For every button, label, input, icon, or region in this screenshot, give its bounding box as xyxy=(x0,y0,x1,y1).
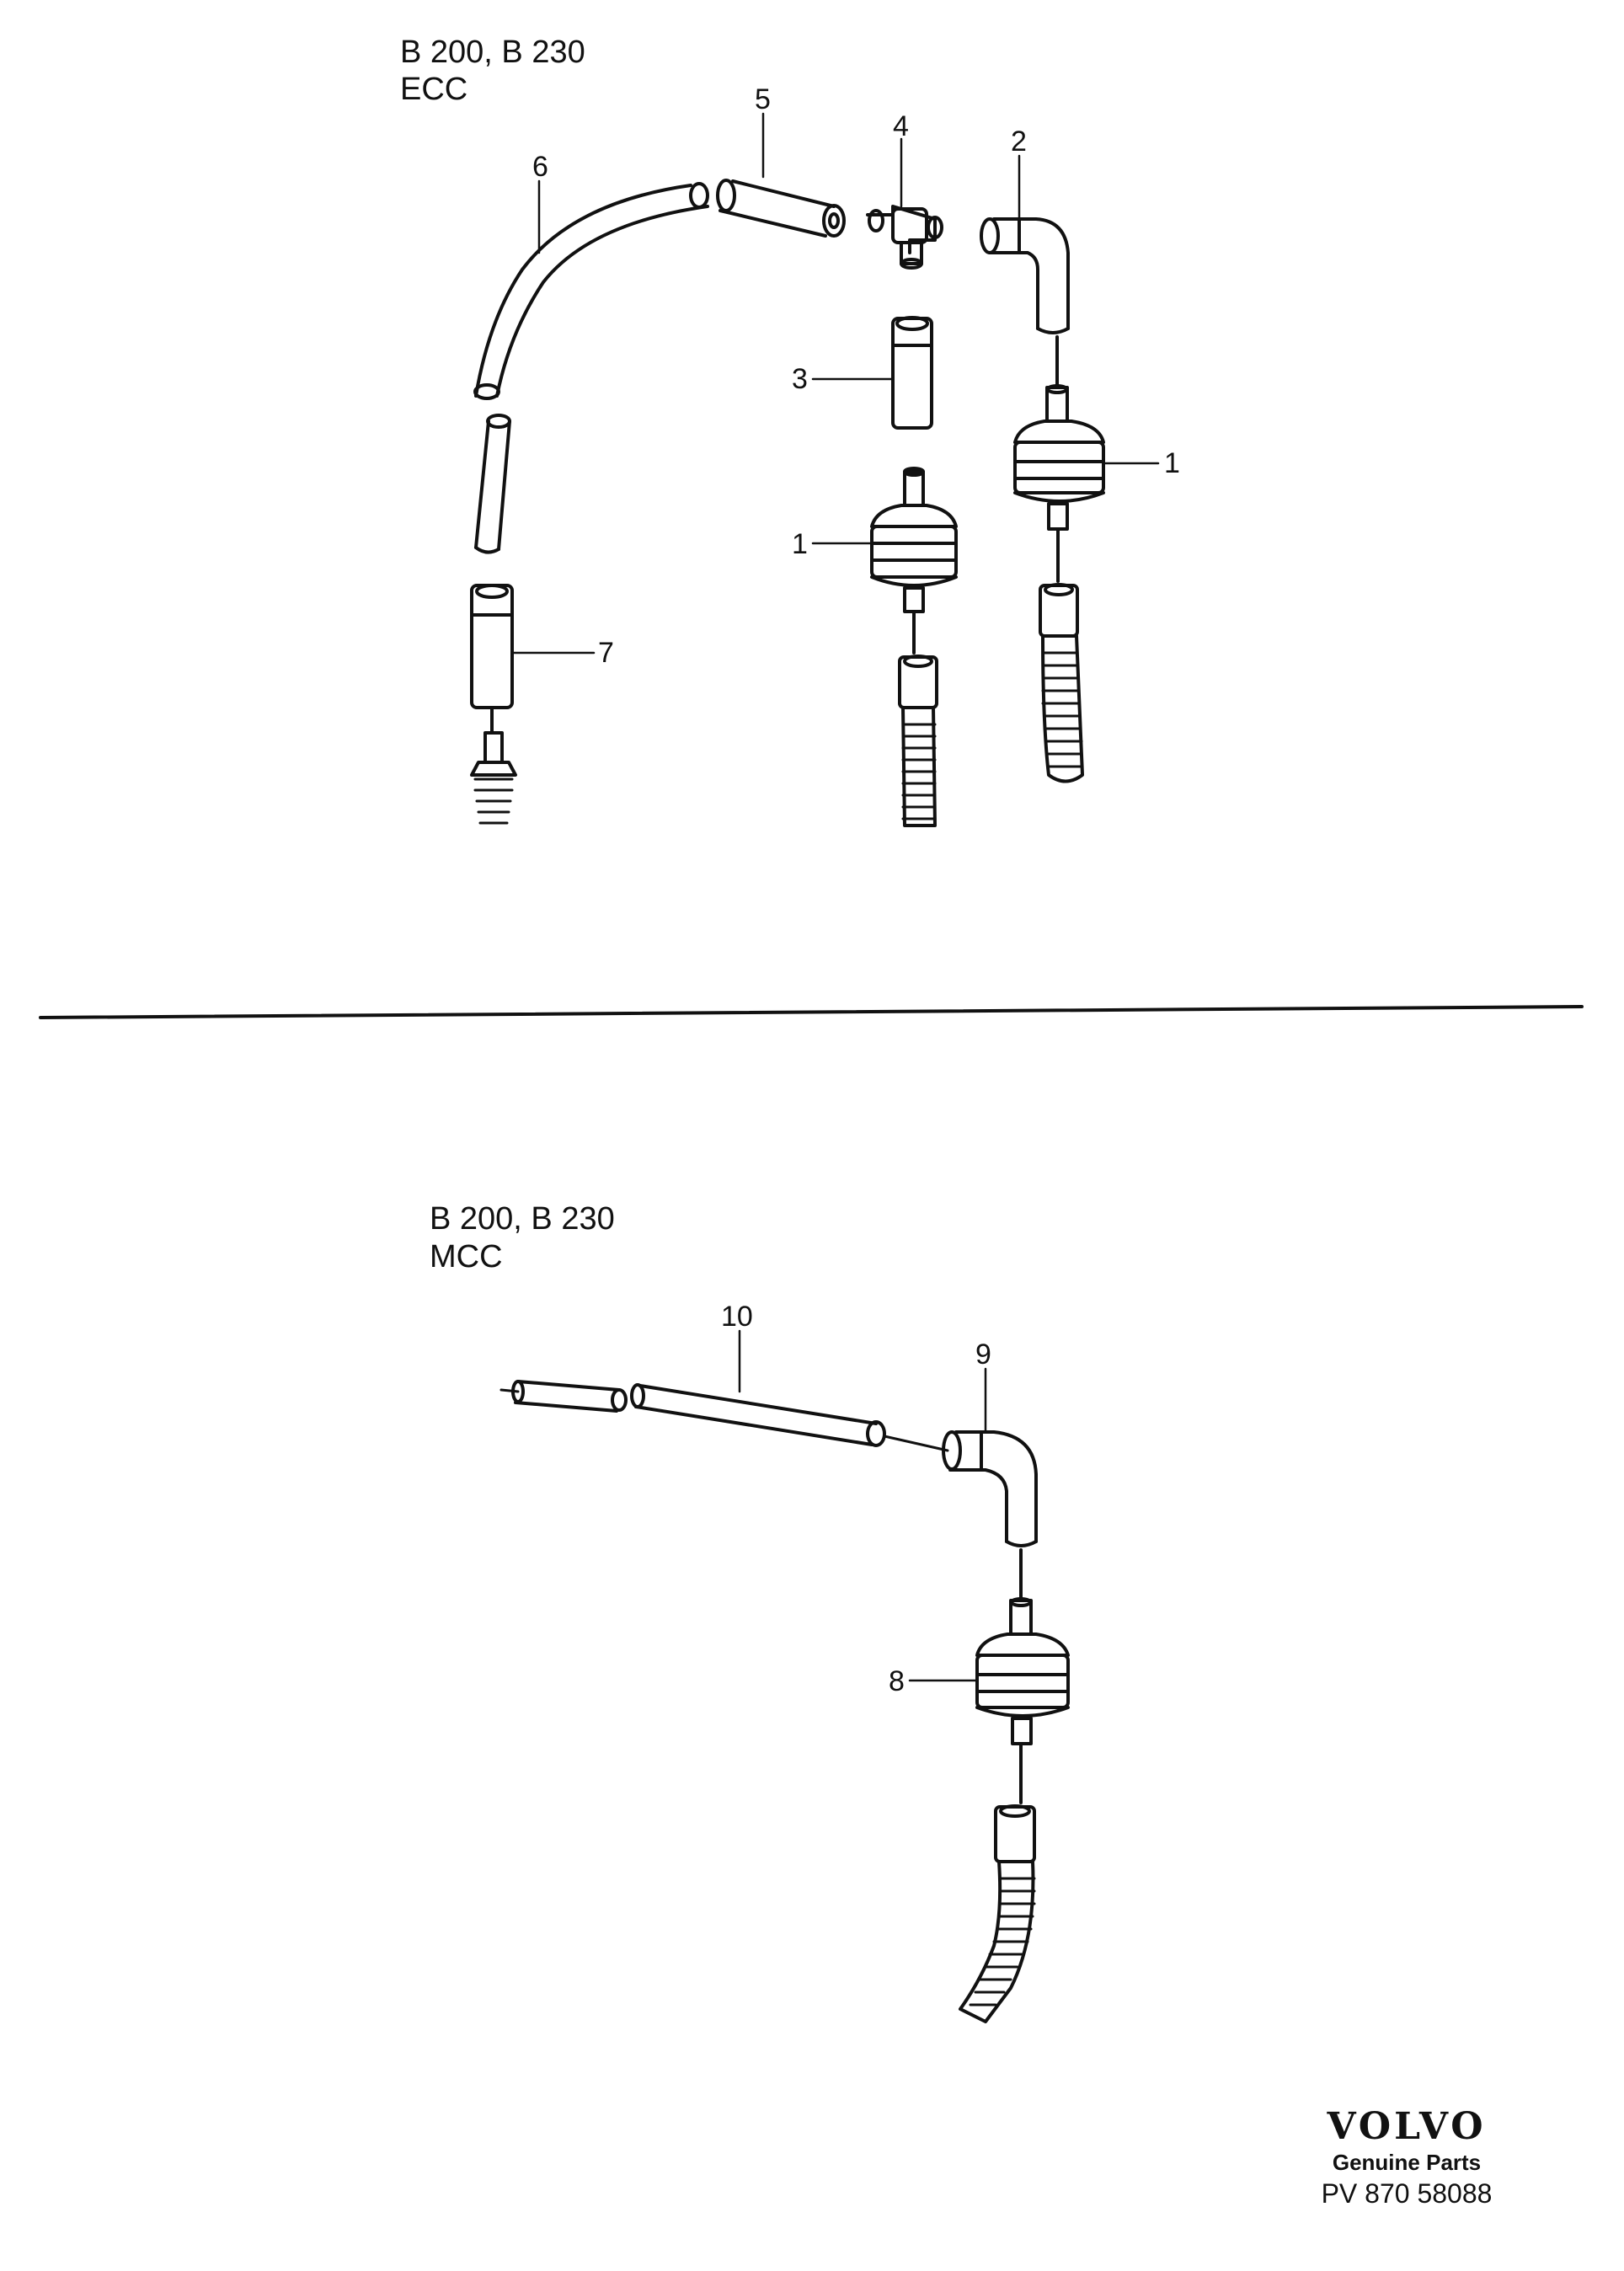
t-connector-part-4 xyxy=(866,205,943,270)
callout-1-center: 1 xyxy=(792,528,808,560)
callout-3: 3 xyxy=(792,363,808,395)
sleeve-part-3 xyxy=(891,316,933,430)
section-mcc-variant: MCC xyxy=(430,1239,503,1274)
hose-part-6 xyxy=(473,182,709,400)
tube-part-5 xyxy=(716,179,846,238)
callout-9: 9 xyxy=(975,1339,991,1371)
brand-block: VOLVO Genuine Parts PV 870 58088 xyxy=(1280,2106,1533,2210)
section-divider xyxy=(39,1005,1584,1019)
hose-part-10 xyxy=(499,1380,949,1452)
section-mcc-engine: B 200, B 230 xyxy=(430,1201,615,1237)
callout-10: 10 xyxy=(721,1301,753,1333)
callout-1-right: 1 xyxy=(1164,447,1180,479)
elbow-part-2 xyxy=(980,217,1070,334)
elbow-part-9 xyxy=(942,1430,1038,1547)
section-ecc-engine: B 200, B 230 xyxy=(400,35,585,70)
volvo-logo: VOLVO xyxy=(1327,2105,1487,2148)
leader-lines-bottom xyxy=(738,1329,987,1682)
valve-part-8 xyxy=(959,1548,1070,2023)
callout-7: 7 xyxy=(598,637,614,669)
valve-part-1-center xyxy=(870,467,958,827)
callout-6: 6 xyxy=(532,151,548,183)
connector-part-7 xyxy=(470,584,517,825)
hose-segment-lower xyxy=(474,414,511,554)
leader-lines-top xyxy=(510,112,1160,655)
callout-4: 4 xyxy=(893,110,909,142)
diagram-code: PV 870 58088 xyxy=(1321,2178,1493,2209)
section-ecc-variant: ECC xyxy=(400,72,468,107)
callout-5: 5 xyxy=(755,83,771,115)
brand-tagline: Genuine Parts xyxy=(1332,2150,1482,2175)
callout-8: 8 xyxy=(889,1665,905,1697)
callout-2: 2 xyxy=(1011,126,1027,158)
valve-part-1-right xyxy=(1013,335,1105,783)
